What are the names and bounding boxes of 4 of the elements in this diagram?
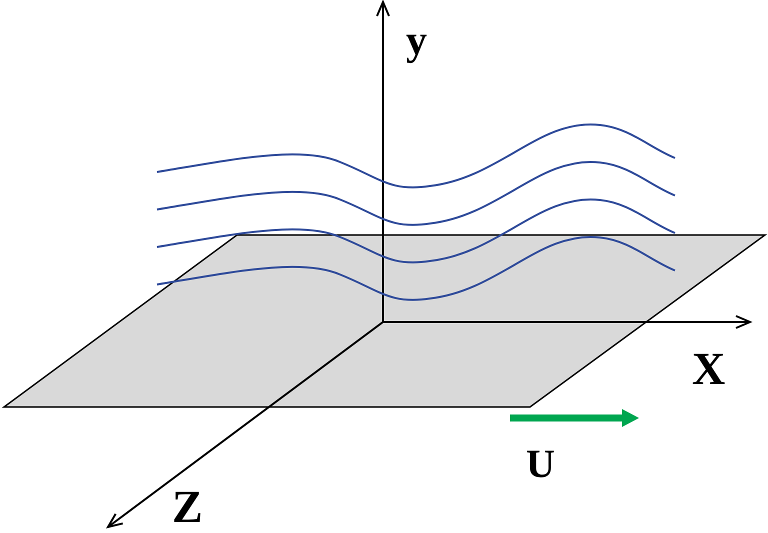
axis-label: y — [406, 20, 427, 62]
axis-label: Z — [172, 484, 203, 530]
velocity-label: U — [526, 444, 555, 484]
axis-label: X — [692, 346, 726, 392]
